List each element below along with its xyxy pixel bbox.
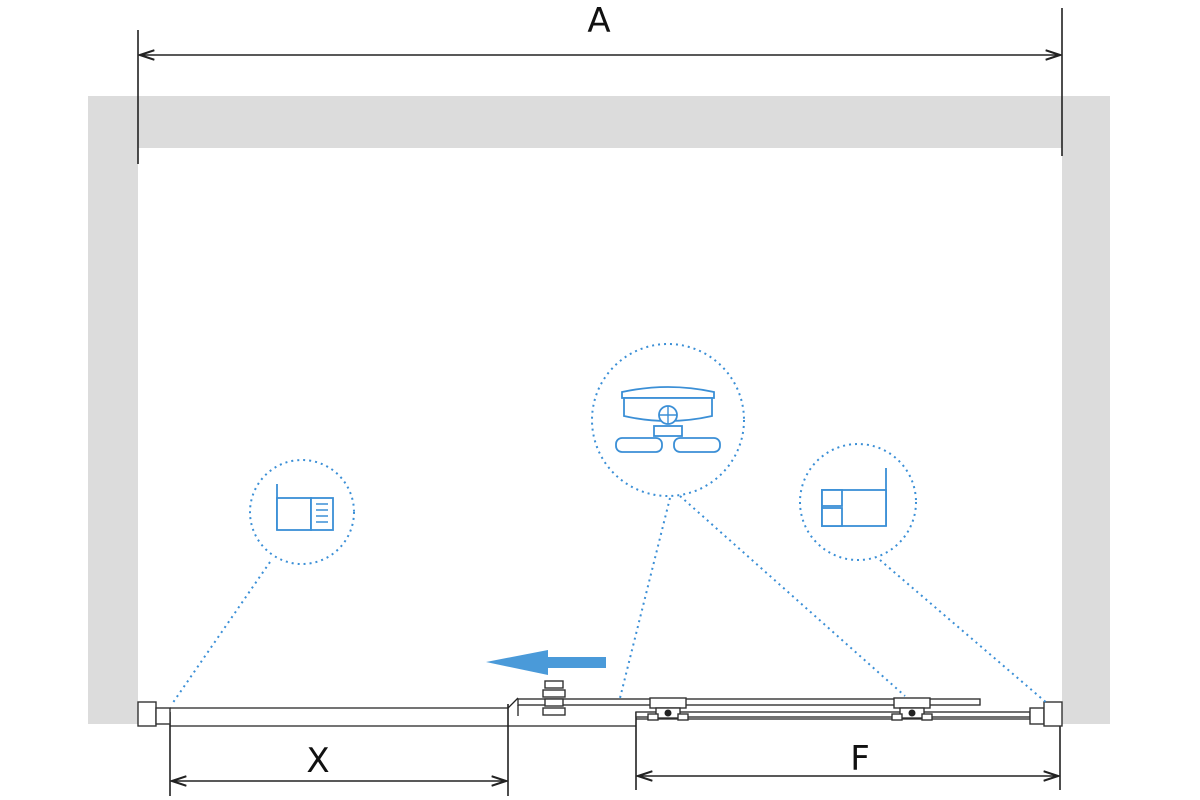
- door-profiles: [137, 680, 1063, 727]
- roller-right: [891, 697, 933, 721]
- arrow-left-icon: [486, 650, 606, 675]
- dimension-x: X: [169, 704, 509, 796]
- fixed-panel: [635, 711, 1031, 718]
- dimension-f: F: [635, 712, 1061, 790]
- roller-detail-icon: [591, 343, 906, 699]
- right-wall-profile: [1029, 707, 1045, 725]
- dimension-x-label: X: [306, 741, 329, 781]
- top-wall: [88, 96, 1110, 148]
- end-profile-detail-icon: [799, 443, 1049, 705]
- left-wall: [88, 148, 138, 724]
- handle-block: [542, 680, 566, 716]
- dimension-a: A: [137, 1, 1063, 164]
- sliding-panel: [517, 698, 981, 706]
- right-wall: [1062, 148, 1110, 724]
- left-wall-profile-insert: [155, 707, 171, 725]
- walls: [88, 96, 1110, 724]
- right-wall-profile-outer: [1043, 701, 1063, 727]
- wall-profile-detail-icon: [171, 459, 355, 705]
- roller-left: [647, 697, 689, 721]
- dimension-f-label: F: [850, 739, 870, 779]
- left-wall-profile: [137, 701, 157, 727]
- dimension-a-label: A: [587, 1, 610, 41]
